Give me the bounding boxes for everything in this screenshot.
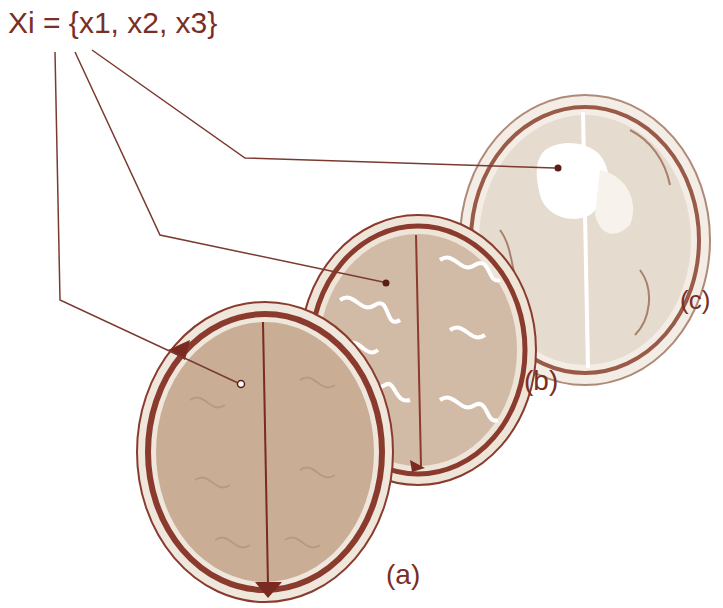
leader-lines — [55, 50, 555, 383]
feature-vector-formula: Xi = {x1, x2, x3} — [8, 6, 217, 39]
sample-points — [238, 165, 562, 388]
mri-slice-a — [137, 302, 393, 602]
slice-label: (a) — [386, 560, 420, 591]
slice-label: (b) — [524, 366, 558, 397]
slice-label: (c) — [680, 286, 710, 315]
